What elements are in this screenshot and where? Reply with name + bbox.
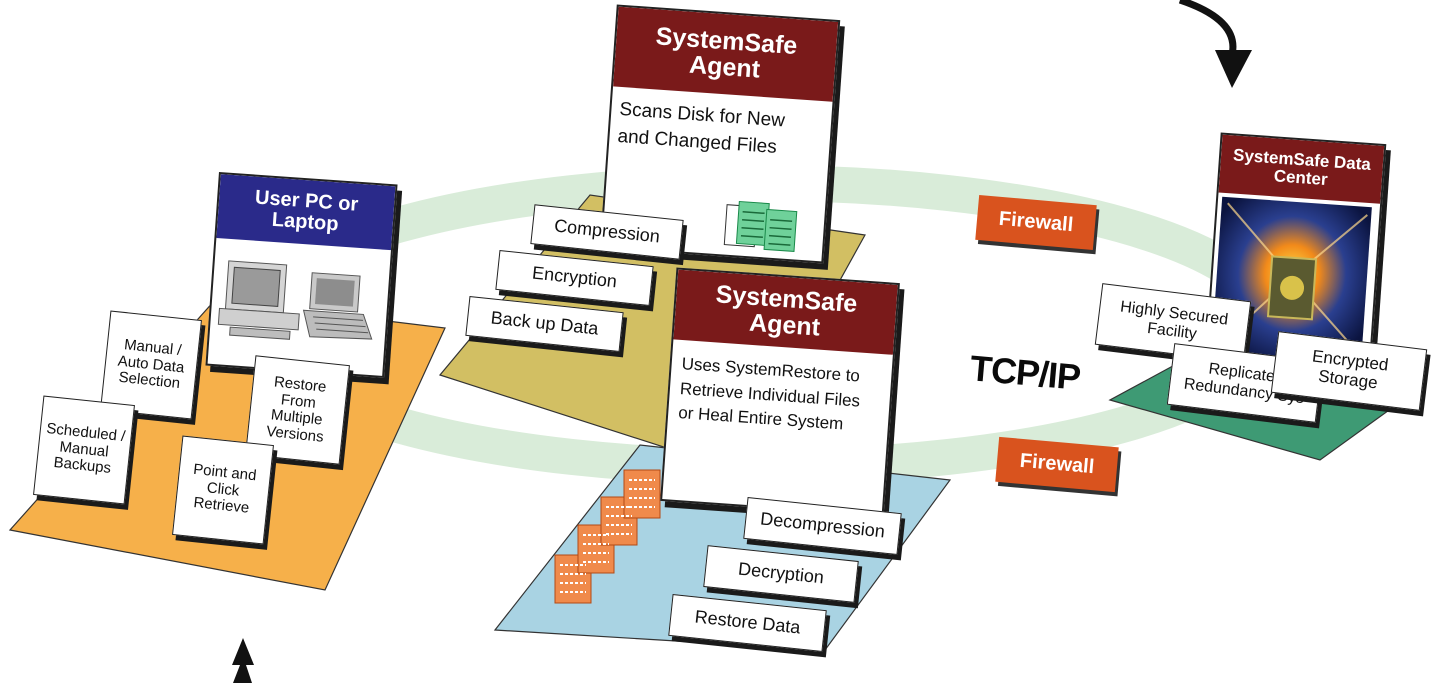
user-pc-title: User PC or Laptop [216, 174, 396, 251]
documents-icon [723, 200, 798, 252]
arrow-top-right-icon [1178, 0, 1237, 56]
restore-agent-card: SystemSafe Agent Uses SystemRestore to R… [660, 267, 900, 517]
restore-agent-desc: Uses SystemRestore to Retrieve Individua… [677, 354, 861, 434]
scheduled-backups-tag: Scheduled / Manual Backups [33, 395, 135, 505]
point-click-retrieve-tag: Point and Click Retrieve [172, 435, 274, 545]
arrow-top-right-head [1215, 50, 1252, 88]
computer-laptop-icon [217, 260, 373, 340]
user-pc-body [208, 238, 391, 370]
backup-agent-desc: Scans Disk for New and Changed Files [616, 98, 786, 158]
restored-files-icon [554, 469, 661, 604]
backup-agent-title: SystemSafe Agent [613, 6, 839, 102]
arrow-bottom-left-icon [232, 638, 254, 683]
user-pc-card: User PC or Laptop [205, 171, 398, 379]
backup-agent-card: SystemSafe Agent Scans Disk for New and … [599, 4, 841, 264]
